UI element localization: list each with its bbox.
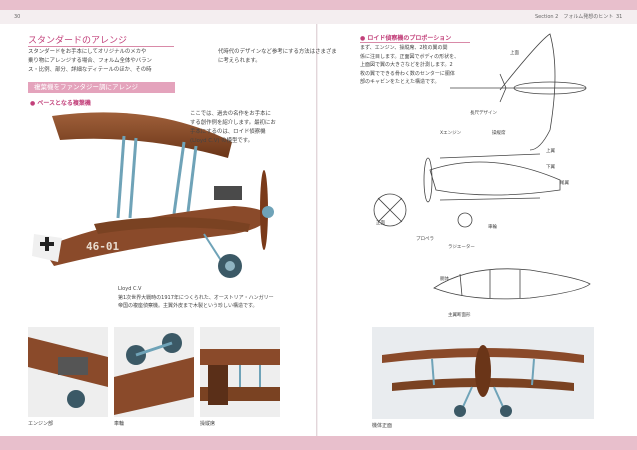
sketch-label: 操縦席 bbox=[492, 131, 506, 136]
description-line: ここでは、過去の名作をお手本に bbox=[190, 111, 271, 117]
right-subheading: ● ロイド偵察機のプロポーション bbox=[360, 35, 452, 42]
wheel-detail-photo bbox=[114, 327, 194, 417]
photo-caption: 第1次世界大戦時の1917年につくられた、オーストリア・ハンガリー 帝国の複座偵… bbox=[118, 294, 314, 310]
sketch-label: 上翼 bbox=[546, 149, 555, 154]
section-title: Section 2 フォルム発想のヒント bbox=[535, 14, 614, 20]
intro-line: ス・比例、部分、詳細なディテールのほか、その時 bbox=[28, 67, 152, 73]
proportion-sketch bbox=[350, 30, 628, 320]
thumb-caption: 操縦席 bbox=[200, 421, 216, 427]
left-title-rule bbox=[28, 46, 174, 47]
body-line: まず、エンジン、操縦席、2枚の翼の関 bbox=[360, 45, 448, 51]
biplane-front-photo bbox=[372, 327, 594, 419]
intro-line: スタンダードをお手本にしてオリジナルのメカや bbox=[28, 49, 147, 55]
sketch-label: 下翼 bbox=[546, 165, 555, 170]
sketch-label: 長尺デザイン bbox=[470, 111, 497, 116]
description-line: 手本にするのは、ロイド偵察機 bbox=[190, 129, 266, 135]
intro-line: 乗り物にアレンジする場合、フォルム全体やバラン bbox=[28, 58, 152, 64]
cockpit-detail-photo bbox=[200, 327, 280, 417]
sketch-label: 主翼断面形 bbox=[448, 313, 471, 318]
thumb-caption: エンジン部 bbox=[28, 421, 54, 427]
body-line: 係に注目します。正面図でボディの形状を、 bbox=[360, 53, 460, 60]
left-intro: スタンダードをお手本にしてオリジナルのメカや 乗り物にアレンジする場合、フォルム… bbox=[28, 48, 188, 75]
left-subheading: ● ベースとなる複葉機 bbox=[30, 100, 91, 107]
left-title: スタンダードのアレンジ bbox=[28, 36, 128, 46]
body-line: 上面図で翼の大きさなどを計測します。2 bbox=[360, 62, 453, 68]
caption-line: 第1次世界大戦時の1917年につくられた、オーストリア・ハンガリー bbox=[118, 295, 274, 301]
section-band: 複葉機をファンタジー調にアレンジ bbox=[28, 82, 175, 93]
description-line: (Lloyd C.V) の模型です。 bbox=[190, 138, 254, 144]
sketch-label: 胴体 bbox=[440, 277, 449, 282]
top-band bbox=[0, 0, 637, 10]
thumb-caption: 車輪 bbox=[114, 421, 125, 427]
description-line: する創作例を紹介します。最初にお bbox=[190, 120, 276, 126]
sketch-label: 上面 bbox=[510, 51, 519, 56]
body-line: 部のキャビンをたとえた構造です。 bbox=[360, 79, 440, 85]
right-subheading-rule bbox=[360, 42, 470, 43]
photo-caption-title: Lloyd C.V bbox=[118, 286, 142, 292]
sketch-label: Xエンジン bbox=[440, 131, 462, 136]
right-body: まず、エンジン、操縦席、2枚の翼の関 係に注目します。正面図でボディの形状を、 … bbox=[360, 44, 472, 87]
sketch-label: 車輪 bbox=[488, 225, 497, 230]
front-photo-caption: 機体正面 bbox=[372, 423, 393, 429]
photo-description: ここでは、過去の名作をお手本に する創作例を紹介します。最初にお 手本にするのは… bbox=[190, 110, 308, 146]
sketch-label: ラジエーター bbox=[448, 245, 475, 250]
page-number-left: 30 bbox=[14, 14, 21, 20]
body-line: 枚の翼でできる骨わく数のセンターに胴体 bbox=[360, 70, 455, 77]
sketch-label: 尾翼 bbox=[560, 181, 569, 186]
continued-text: 代時代のデザインなど参考にする方法はさまざまに考えられます。 bbox=[218, 49, 337, 64]
biplane-model-photo bbox=[14, 106, 286, 284]
caption-line: 帝国の複座偵察機。主翼外皮まで木製という珍しい構造です。 bbox=[118, 303, 258, 309]
sketch-label: プロペラ bbox=[416, 237, 434, 242]
bottom-band bbox=[0, 436, 637, 450]
engine-detail-photo bbox=[28, 327, 108, 417]
tail-code: 46-01 bbox=[86, 240, 120, 253]
page-number-right: 31 bbox=[616, 14, 623, 20]
sketch-label: 正面 bbox=[376, 221, 385, 226]
